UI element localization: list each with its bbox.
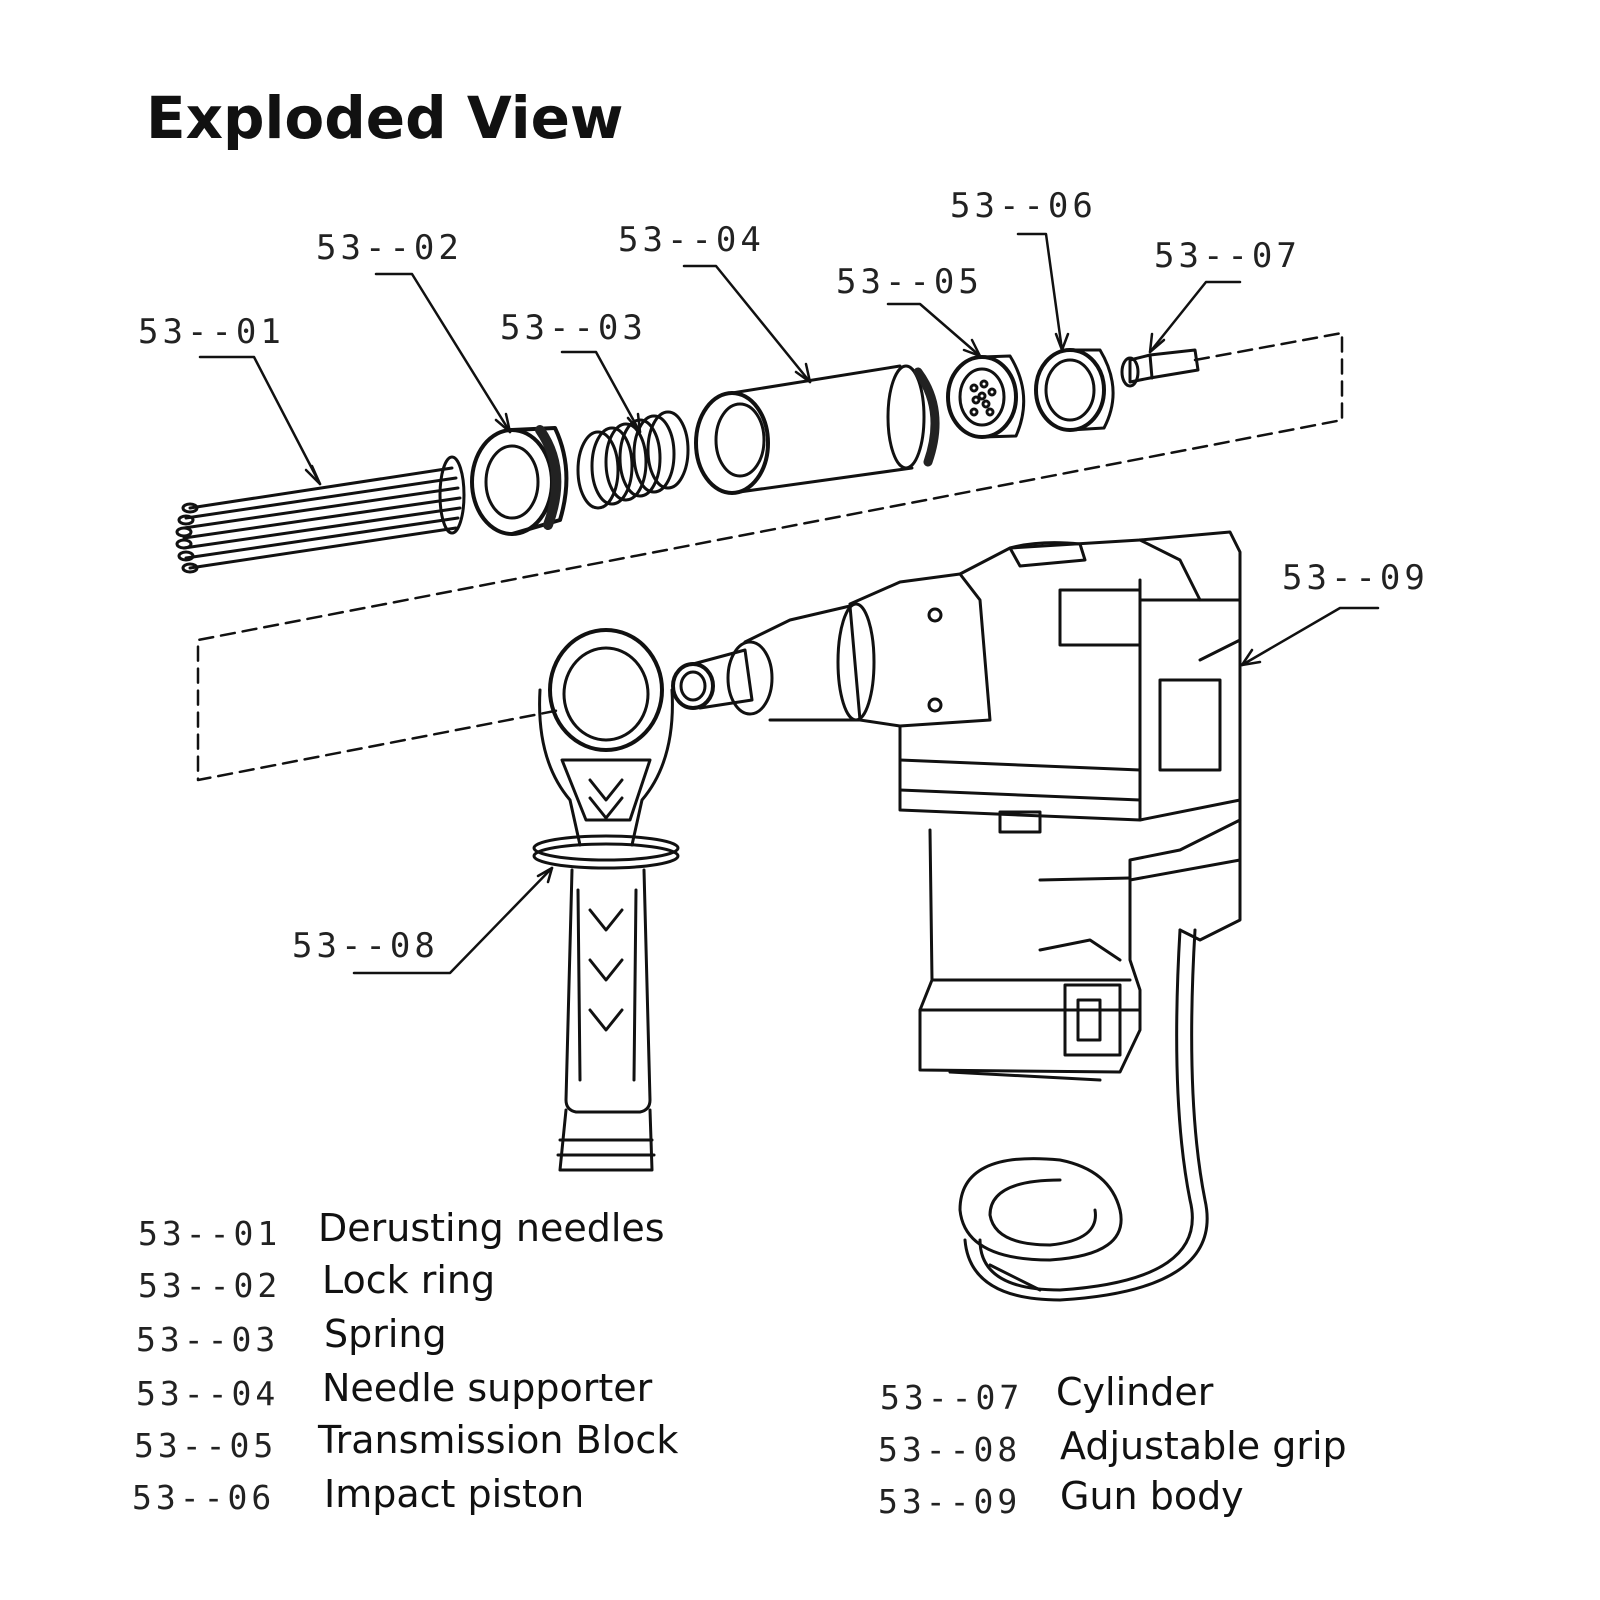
legend-code: 53--06 bbox=[132, 1478, 276, 1517]
callout-label-53-08: 53--08 bbox=[292, 926, 439, 966]
legend-name: Cylinder bbox=[1056, 1370, 1214, 1414]
transmission-block-part bbox=[946, 354, 1026, 439]
legend-code: 53--02 bbox=[138, 1266, 282, 1305]
derusting-needles-part bbox=[175, 455, 466, 574]
legend-code: 53--03 bbox=[136, 1320, 280, 1359]
legend-name: Lock ring bbox=[322, 1258, 496, 1302]
legend-code: 53--01 bbox=[138, 1214, 282, 1253]
legend-name: Adjustable grip bbox=[1060, 1424, 1347, 1468]
legend-code: 53--04 bbox=[136, 1374, 280, 1413]
cylinder-part bbox=[1120, 348, 1200, 388]
callout-label-53-03: 53--03 bbox=[500, 308, 647, 348]
leader-lines bbox=[198, 232, 1380, 975]
legend-name: Needle supporter bbox=[322, 1366, 653, 1410]
spring-part bbox=[576, 410, 690, 510]
alignment-frame bbox=[196, 331, 1344, 782]
callout-label-53-05: 53--05 bbox=[836, 262, 983, 302]
legend-code: 53--05 bbox=[134, 1426, 278, 1465]
needle-supporter-part bbox=[694, 364, 940, 495]
gun-body-part bbox=[671, 530, 1242, 1302]
legend-code: 53--08 bbox=[878, 1430, 1022, 1469]
callout-label-53-04: 53--04 bbox=[618, 220, 765, 260]
legend-name: Derusting needles bbox=[318, 1206, 665, 1250]
callout-label-53-06: 53--06 bbox=[950, 186, 1097, 226]
legend-name: Gun body bbox=[1060, 1474, 1244, 1518]
adjustable-grip-part bbox=[532, 628, 680, 1172]
callout-label-53-02: 53--02 bbox=[316, 228, 463, 268]
legend-code: 53--09 bbox=[878, 1482, 1022, 1521]
legend-code: 53--07 bbox=[880, 1378, 1024, 1417]
lock-ring-part bbox=[470, 425, 569, 536]
legend-name: Spring bbox=[324, 1312, 447, 1356]
callout-label-53-07: 53--07 bbox=[1154, 236, 1301, 276]
legend-name: Transmission Block bbox=[318, 1418, 679, 1462]
page-title: Exploded View bbox=[146, 84, 624, 152]
callout-label-53-01: 53--01 bbox=[138, 312, 285, 352]
impact-piston-part bbox=[1034, 348, 1115, 432]
legend-name: Impact piston bbox=[324, 1472, 585, 1516]
callout-label-53-09: 53--09 bbox=[1282, 558, 1429, 598]
